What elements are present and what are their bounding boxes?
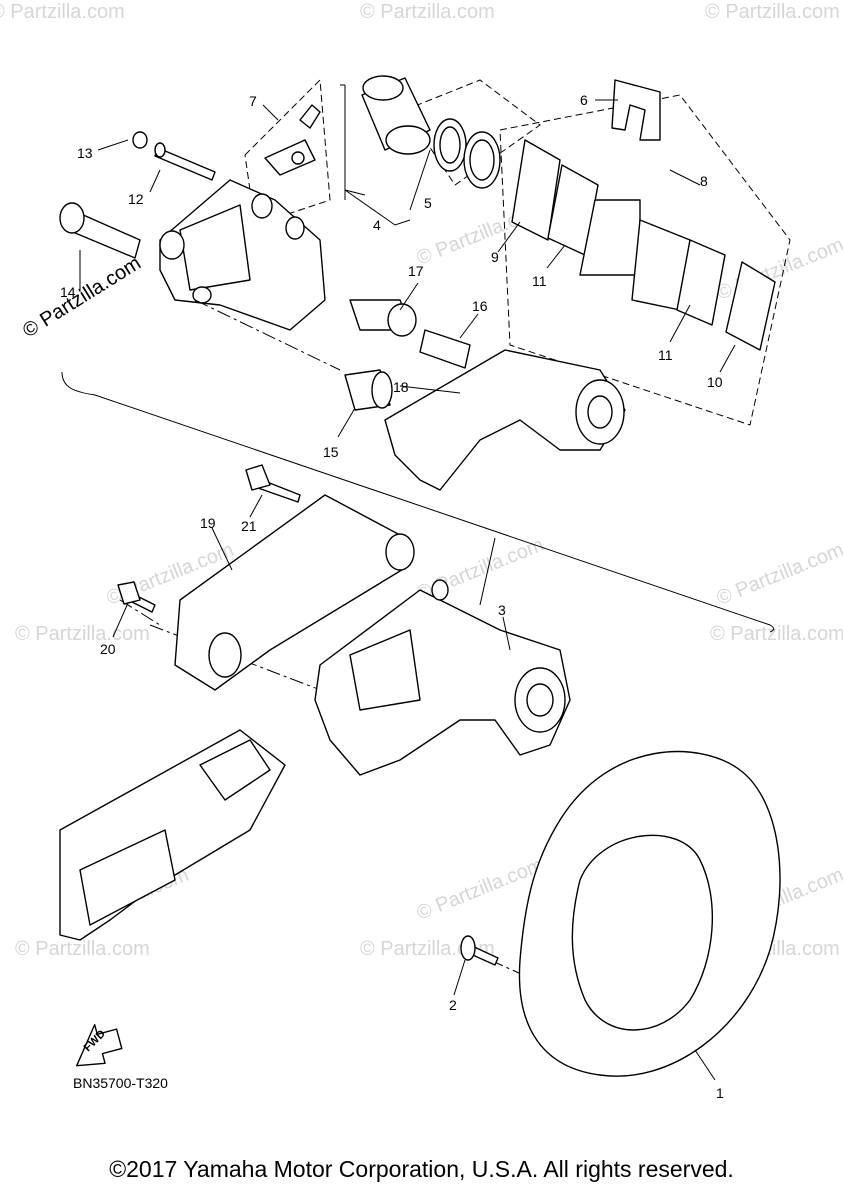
- pin-12-head: [154, 142, 166, 158]
- watermark: © Partzilla.com: [360, 1, 495, 23]
- callout-2: 2: [449, 997, 457, 1013]
- watermark: © Partzilla.com: [15, 623, 150, 645]
- callout-13: 13: [77, 145, 93, 161]
- fwd-arrow-icon: FWD: [76, 1023, 123, 1067]
- caliper-body-upper: [159, 179, 326, 331]
- callout-8: 8: [700, 173, 708, 189]
- group-leader: [479, 537, 496, 606]
- watermark: © Partzilla.com: [710, 623, 843, 645]
- plug-13: [132, 131, 148, 149]
- pin-14-head: [59, 202, 85, 234]
- pad-spring: [611, 79, 661, 141]
- callout-4: 4: [373, 217, 381, 233]
- caliper-assembly: [314, 579, 571, 776]
- callout-10: 10: [707, 374, 723, 390]
- boot-15-end: [371, 371, 393, 409]
- callout-7: 7: [249, 93, 257, 109]
- watermark: © Partzilla.com: [0, 1, 125, 23]
- callout-12: 12: [128, 191, 144, 207]
- callout-5: 5: [424, 195, 432, 211]
- pad-11: [676, 239, 726, 326]
- group-bracket: [61, 371, 775, 633]
- drawing-code: BN35700-T320: [73, 1075, 168, 1091]
- bolt-21: [245, 464, 301, 503]
- shim-9: [511, 139, 561, 241]
- group-box-7: [244, 78, 331, 226]
- callout-16: 16: [472, 298, 488, 314]
- piston: [361, 75, 431, 155]
- seal: [439, 126, 461, 164]
- callout-19: 19: [200, 515, 216, 531]
- brake-disc: [518, 750, 781, 1077]
- callout-11: 11: [532, 273, 547, 289]
- slide-pin: [419, 329, 471, 369]
- bleed-screw: [264, 104, 321, 176]
- disc-bolt: [460, 935, 499, 966]
- watermark-main: © Partzilla.com: [19, 252, 145, 342]
- callout-17: 17: [408, 263, 424, 279]
- swingarm: [59, 729, 286, 941]
- watermark: © Partzilla.com: [714, 539, 843, 610]
- caliper-bracket-upper: [384, 349, 626, 491]
- callout-18: 18: [393, 379, 409, 395]
- bolt-20: [117, 581, 156, 613]
- callout-6: 6: [580, 92, 588, 108]
- callout-14: 14: [60, 284, 76, 300]
- callout-20: 20: [100, 641, 116, 657]
- callout-21: 21: [241, 518, 257, 534]
- torque-link: [174, 494, 415, 691]
- slide-boot: [349, 299, 417, 337]
- axis-line: [119, 599, 161, 626]
- shim-10: [725, 261, 776, 351]
- callout-9: 9: [491, 249, 499, 265]
- watermark: © Partzilla.com: [15, 938, 150, 960]
- axis-line: [194, 299, 341, 371]
- leader-lines: [79, 99, 736, 1081]
- callout-15: 15: [323, 444, 339, 460]
- copyright-notice: ©2017 Yamaha Motor Corporation, U.S.A. A…: [109, 1156, 734, 1182]
- callout-11b: 11: [658, 347, 673, 363]
- callout-1: 1: [716, 1085, 724, 1101]
- watermark: © Partzilla.com: [705, 1, 840, 23]
- seal: [469, 139, 495, 181]
- callout-3: 3: [498, 602, 506, 618]
